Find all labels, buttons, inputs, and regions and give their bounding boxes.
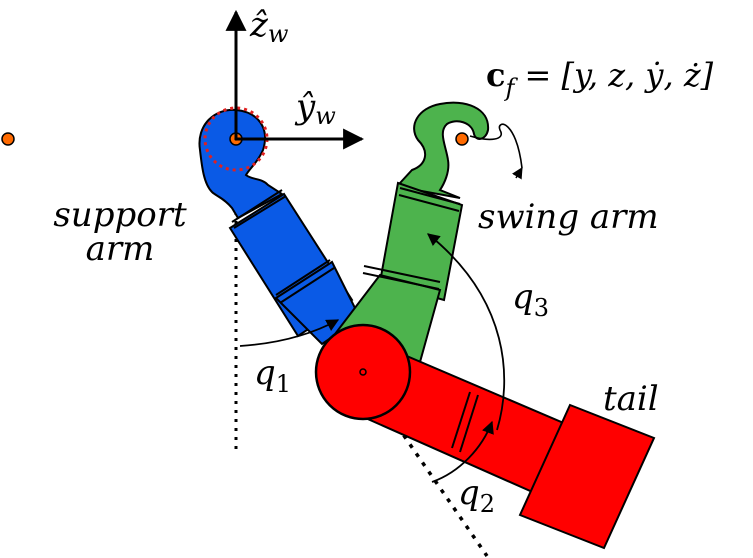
q2-arc-arrow — [431, 420, 494, 483]
q3-label: q3 — [512, 277, 549, 322]
tail-reference-line — [358, 371, 489, 557]
tail-counterweight — [518, 403, 656, 550]
q3-arc-arrow — [427, 233, 506, 431]
support-gripper — [198, 108, 284, 220]
q1-arc-arrow — [239, 319, 340, 347]
left-pivot-dot — [1, 132, 15, 146]
swing-arm-label: swing arm — [478, 197, 659, 237]
support-arm — [198, 108, 362, 346]
swing-arm — [333, 101, 490, 364]
tail — [314, 323, 656, 550]
cf-state-label: cf = [y, z, ẏ, ż] — [486, 56, 714, 102]
swing-gripper — [398, 101, 490, 199]
swing-pivot — [455, 132, 469, 146]
tail-label: tail — [603, 379, 659, 419]
y-axis-label: ŷw — [294, 87, 336, 130]
hip-hub — [314, 323, 412, 421]
support-arm-label-line2: arm — [86, 229, 155, 269]
q2-label: q2 — [458, 473, 495, 518]
q1-label: q1 — [254, 353, 291, 398]
z-axis-label: ẑw — [249, 5, 289, 48]
swing-upper-section — [378, 181, 464, 302]
support-arm-label-line1: support — [53, 195, 187, 235]
cf-pointer-arrow — [469, 123, 523, 169]
